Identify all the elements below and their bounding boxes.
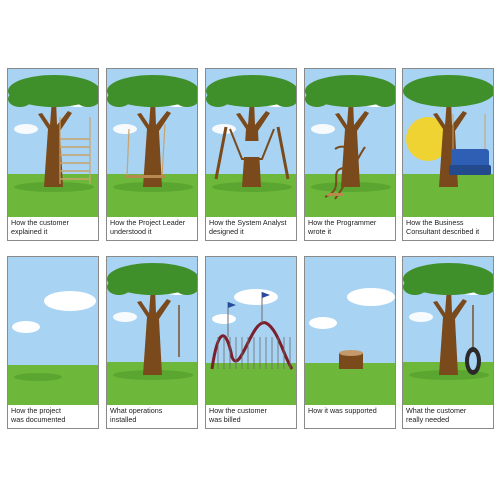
caption-business-consultant: How the Business Consultant described it [406, 218, 480, 236]
caption-system-analyst: How the System Analyst designed it [209, 218, 287, 236]
panel-documented: How the project was documented [7, 256, 99, 429]
panel-project-leader: How the Project Leader understood it [106, 68, 198, 241]
caption-documented: How the project was documented [11, 406, 66, 424]
caption-billed: How the customer was billed [209, 406, 267, 424]
panel-supported: How it was supported [304, 256, 396, 429]
swing-rope-ladder-illustration [8, 69, 98, 217]
caption-programmer: How the Programmer wrote it [308, 218, 377, 236]
swing-cut-trunk-illustration [206, 69, 296, 217]
empty-field-illustration [8, 257, 98, 405]
single-rope-illustration [107, 257, 197, 405]
panel-customer: How the customer explained it [7, 68, 99, 241]
caption-customer: How the customer explained it [11, 218, 69, 236]
swing-tangled-illustration [305, 69, 395, 217]
panel-system-analyst: How the System Analyst designed it [205, 68, 297, 241]
panel-billed: How the customer was billed [205, 256, 297, 429]
roller-coaster-illustration [206, 257, 296, 405]
caption-needed: What the customer really needed [406, 406, 467, 424]
panel-needed: What the customer really needed [402, 256, 494, 429]
panel-programmer: How the Programmer wrote it [304, 68, 396, 241]
panel-operations: What operations installed [106, 256, 198, 429]
caption-supported: How it was supported [308, 406, 377, 415]
tire-swing-illustration [403, 257, 493, 405]
panel-business-consultant: How the Business Consultant described it [402, 68, 494, 241]
caption-operations: What operations installed [110, 406, 163, 424]
stump-illustration [305, 257, 395, 405]
swing-board-low-illustration [107, 69, 197, 217]
caption-project-leader: How the Project Leader understood it [110, 218, 186, 236]
armchair-swing-illustration [403, 69, 493, 217]
